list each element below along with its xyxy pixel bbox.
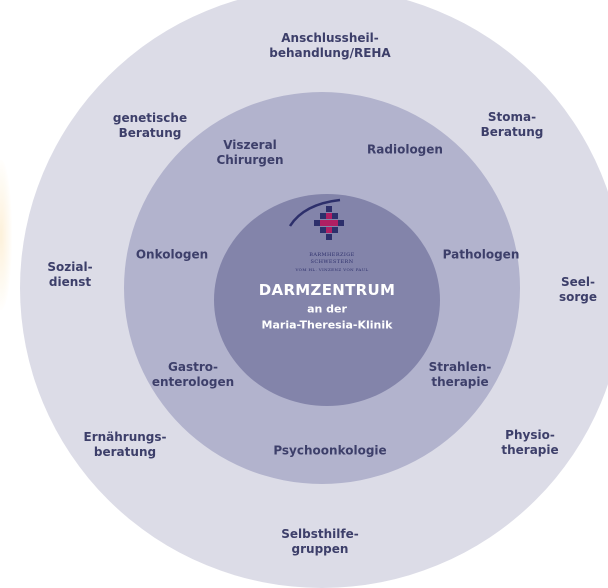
label-psychoonkologie: Psychoonkologie	[273, 443, 387, 458]
label-stoma-beratung: Stoma- Beratung	[480, 110, 544, 139]
label-onkologen: Onkologen	[135, 247, 209, 262]
label-radiologen: Radiologen	[367, 142, 443, 157]
label-gastroenterologen: Gastro- enterologen	[151, 360, 235, 389]
label-sozialdienst: Sozial- dienst	[47, 260, 93, 289]
logo-text-line2: SCHWESTERN	[310, 259, 354, 265]
label-seelsorge: Seel- sorge	[558, 275, 598, 304]
label-anschlussheilbehandlung: Anschlussheil- behandlung/REHA	[269, 31, 391, 60]
center-subtitle-line: an der	[307, 302, 347, 316]
label-pathologen: Pathologen	[442, 247, 520, 262]
label-strahlentherapie: Strahlen- therapie	[428, 360, 492, 389]
center-clinic-name: Maria-Theresia-Klinik	[261, 318, 393, 332]
klinik-logo-icon	[288, 198, 344, 240]
label-viszeral-chirurgen: Viszeral Chirurgen	[216, 138, 284, 167]
label-selbsthilfegruppen: Selbsthilfe- gruppen	[281, 527, 359, 556]
label-genetische-beratung: genetische Beratung	[112, 111, 188, 140]
center-title: DARMZENTRUM	[258, 281, 396, 299]
label-ernaehrungsberatung: Ernährungs- beratung	[83, 430, 167, 459]
logo-text-line1: BARMHERZIGE	[309, 252, 355, 258]
logo-text-line3: VOM HL. VINZENZ VON PAUL	[295, 267, 369, 272]
decorative-glow	[0, 160, 12, 310]
label-physiotherapie: Physio- therapie	[501, 428, 559, 457]
